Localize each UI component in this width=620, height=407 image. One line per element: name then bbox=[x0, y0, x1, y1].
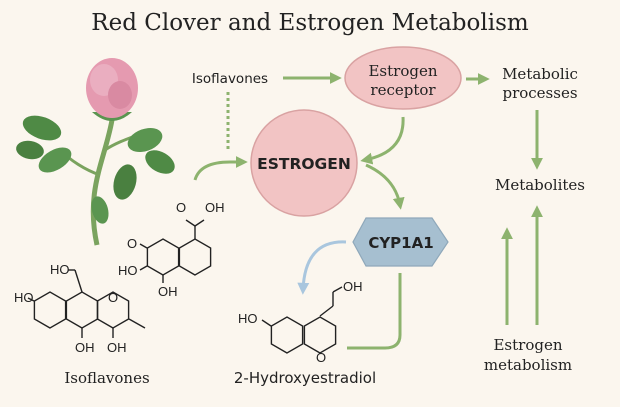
chem-label: OH bbox=[343, 279, 363, 294]
molecule-ring bbox=[33, 291, 67, 329]
cyp1a1-label: CYP1A1 bbox=[368, 234, 433, 252]
estrogen-node bbox=[250, 109, 358, 217]
cyp1a1-node bbox=[352, 217, 449, 267]
molecule-ring bbox=[65, 291, 99, 329]
arrow-cyp1a1-to-hydroxyestradiol bbox=[297, 240, 347, 295]
metabolites-label: Metabolites bbox=[495, 176, 585, 194]
chem-label: OH bbox=[107, 340, 127, 355]
chemical-structures: HO HO O OH OH O OH O HO OH OH HO O bbox=[14, 200, 363, 365]
estrogen-metabolism-label-1: Estrogen bbox=[493, 336, 562, 354]
chem-label: O bbox=[127, 236, 137, 251]
red-clover-plant-illustration bbox=[16, 58, 175, 246]
molecule-ring bbox=[178, 238, 212, 276]
estrogen-metabolism-label-2: metabolism bbox=[484, 356, 572, 374]
estrogen-label: ESTROGEN bbox=[257, 155, 351, 173]
chem-label: O bbox=[176, 200, 186, 215]
chem-label: OH bbox=[75, 340, 95, 355]
estrogen-receptor-node bbox=[344, 46, 462, 110]
page-title: Red Clover and Estrogen Metabolism bbox=[91, 10, 529, 36]
chem-label: HO bbox=[238, 311, 258, 326]
chem-label: OH bbox=[158, 284, 178, 299]
hydroxyestradiol-label: 2-Hydroxyestradiol bbox=[234, 369, 376, 387]
metabolic-processes-label-2: processes bbox=[502, 84, 577, 102]
isoflavones-bottom-label: Isoflavones bbox=[64, 369, 149, 387]
chem-label: O bbox=[316, 350, 326, 365]
arrow-receptor-to-estrogen bbox=[360, 116, 405, 165]
arrow-plant-to-estrogen bbox=[193, 156, 248, 181]
line-cyp1a1-to-hydroxyestradiol bbox=[347, 273, 402, 350]
isoflavones-top-label: Isoflavones bbox=[192, 71, 268, 87]
estrogen-receptor-label-2: receptor bbox=[370, 81, 436, 99]
estrogen-receptor-label-1: Estrogen bbox=[368, 62, 437, 80]
arrow-estrogen-to-cyp1a1 bbox=[365, 163, 405, 210]
metabolic-processes-label-1: Metabolic bbox=[502, 65, 578, 83]
molecule-ring bbox=[146, 238, 180, 276]
chem-label: HO bbox=[118, 263, 138, 278]
chem-label: HO bbox=[14, 290, 34, 305]
chem-label: HO bbox=[50, 262, 70, 277]
chem-label: OH bbox=[205, 200, 225, 215]
molecule-ring bbox=[303, 316, 337, 354]
chem-label: O bbox=[108, 290, 118, 305]
molecule-ring bbox=[270, 316, 304, 354]
